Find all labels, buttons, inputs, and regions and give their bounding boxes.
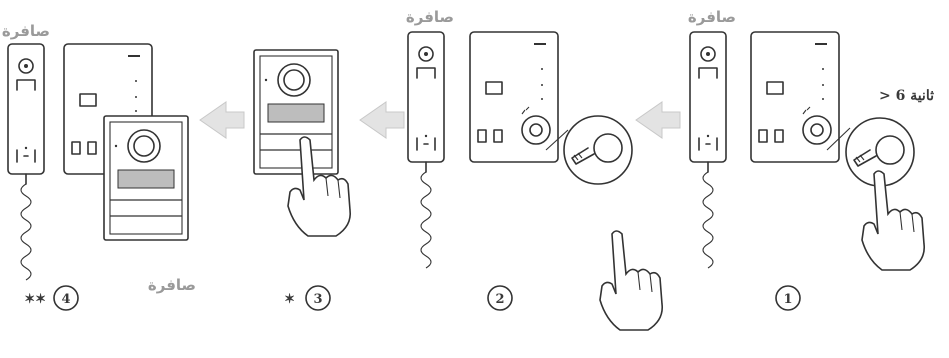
handset-2 <box>407 31 445 269</box>
step-marker-3: ✶ <box>284 292 295 307</box>
panel-step-1: صافرة > 6 ثانية 1 <box>688 8 934 311</box>
step-circle-4 <box>53 285 79 311</box>
panel-step-4: صافرة صافرة 4 ✶✶ <box>2 22 196 311</box>
device-label-4: صافرة <box>2 22 50 40</box>
step-number-2: 2 <box>495 292 504 307</box>
flow-arrow-2 <box>359 101 405 139</box>
handset-1 <box>689 31 727 269</box>
handset-4 <box>7 43 45 281</box>
step-marker-4: ✶✶ <box>24 292 46 307</box>
step-circle-1 <box>775 285 801 311</box>
door-station-3 <box>253 49 339 175</box>
door-station-4 <box>103 115 189 241</box>
device-label-4b: صافرة <box>148 276 196 294</box>
flow-arrow-1 <box>635 101 681 139</box>
hand-2 <box>599 230 664 331</box>
step-number-1: 1 <box>783 292 792 307</box>
flow-arrow-3 <box>199 101 245 139</box>
step-circle-2 <box>487 285 513 311</box>
panel-step-2: صافرة 2 <box>406 8 664 331</box>
device-label-2: صافرة <box>406 8 454 26</box>
panel-step-3: 3 ✶ <box>253 49 352 311</box>
step-circle-3 <box>305 285 331 311</box>
monitor-1 <box>750 31 840 163</box>
long-press-label: > 6 ثانية <box>879 88 934 104</box>
key-bubble-2 <box>563 115 633 185</box>
step-number-4: 4 <box>61 292 70 307</box>
monitor-2 <box>469 31 559 163</box>
device-label-1: صافرة <box>688 8 736 26</box>
hand-press-1 <box>861 170 926 271</box>
step-number-3: 3 <box>313 292 322 307</box>
